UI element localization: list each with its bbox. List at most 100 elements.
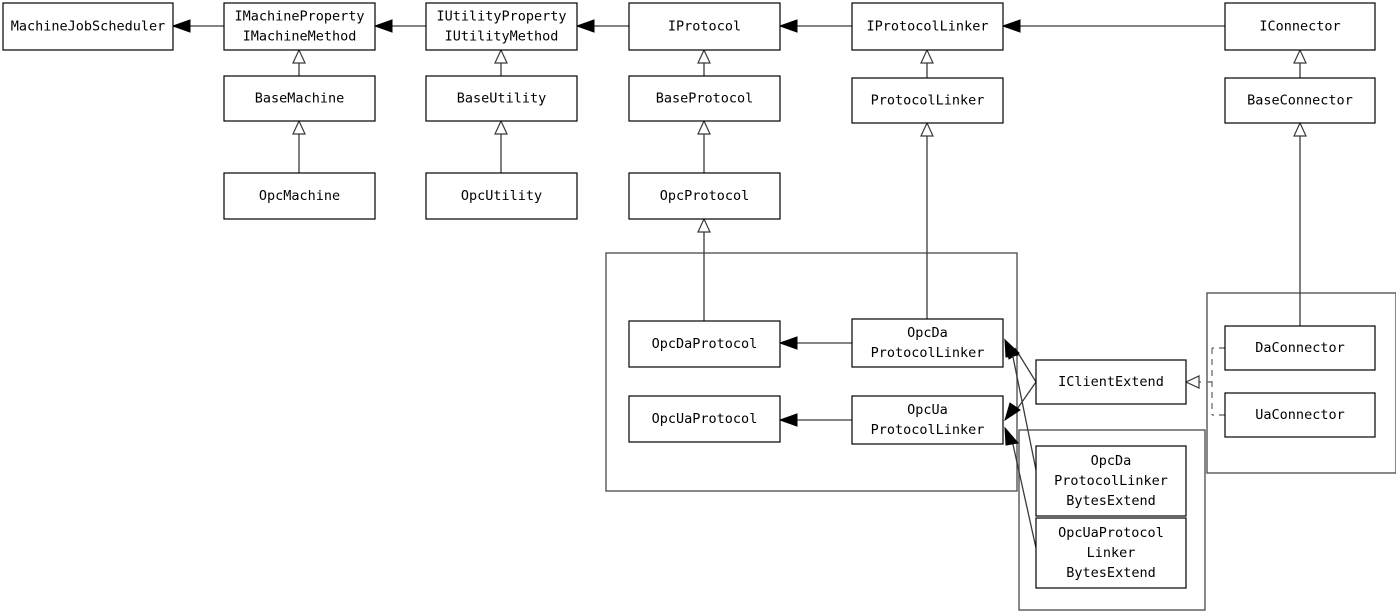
class-node-baseprotocol[interactable]: BaseProtocol <box>628 75 781 122</box>
triangle-hollow <box>292 119 306 135</box>
class-node-machinejobscheduler[interactable]: MachineJobScheduler <box>2 2 174 51</box>
class-box[interactable] <box>628 172 781 220</box>
class-box[interactable] <box>425 2 578 51</box>
class-node-opcutility[interactable]: OpcUtility <box>425 172 578 220</box>
class-box[interactable] <box>1035 359 1187 405</box>
class-box[interactable] <box>1224 77 1376 124</box>
class-box[interactable] <box>425 75 578 122</box>
class-node-layer: MachineJobScheduler IMachinePropertyIMach… <box>2 2 1376 589</box>
class-box[interactable] <box>851 318 1004 368</box>
class-box[interactable] <box>223 172 376 220</box>
arrowhead-solid <box>778 413 798 427</box>
class-name-label: IConnector <box>1259 19 1340 35</box>
class-name-label: BaseProtocol <box>656 91 754 107</box>
class-name-label: MachineJobScheduler <box>11 19 165 35</box>
class-name-label: IProtocolLinker <box>867 19 989 35</box>
class-name-label: IClientExtend <box>1058 374 1164 390</box>
class-name-label: UaConnector <box>1255 407 1344 423</box>
class-name-label: OpcDaProtocol <box>652 336 758 352</box>
class-box[interactable] <box>1224 325 1376 371</box>
class-node-basemachine[interactable]: BaseMachine <box>223 75 376 122</box>
class-node-iprotocollinker[interactable]: IProtocolLinker <box>851 2 1004 51</box>
triangle-hollow <box>1293 48 1307 64</box>
arrowhead-solid <box>1004 426 1019 446</box>
triangle-hollow <box>494 48 508 64</box>
arrowhead-solid <box>1001 19 1021 33</box>
group-protocol-impl <box>605 252 1018 492</box>
class-box[interactable] <box>1035 517 1187 589</box>
class-node-opcmachine[interactable]: OpcMachine <box>223 172 376 220</box>
triangle-hollow <box>1184 375 1200 389</box>
class-name-label: IMachineMethod <box>243 29 357 45</box>
class-name-label: DaConnector <box>1255 340 1344 356</box>
class-box[interactable] <box>425 172 578 220</box>
class-box[interactable] <box>851 77 1004 124</box>
group-bytes-extend <box>1018 429 1206 611</box>
class-name-label: BytesExtend <box>1066 565 1155 581</box>
edge-iclientextend-to-opcuaprotocollinker <box>1014 381 1037 413</box>
arrowhead-solid <box>778 336 798 350</box>
class-box[interactable] <box>628 2 781 51</box>
class-node-baseutility[interactable]: BaseUtility <box>425 75 578 122</box>
class-name-label: OpcUtility <box>461 188 542 204</box>
class-node-protocollinker[interactable]: ProtocolLinker <box>851 77 1004 124</box>
triangle-hollow <box>494 119 508 135</box>
class-box[interactable] <box>2 2 174 51</box>
class-name-label: BaseMachine <box>255 91 344 107</box>
class-box[interactable] <box>628 75 781 122</box>
arrowhead-solid <box>1004 402 1021 422</box>
class-name-label: ProtocolLinker <box>871 93 985 109</box>
class-name-label: Linker <box>1087 545 1136 561</box>
class-box[interactable] <box>628 320 781 368</box>
edge-opcdabytesextend-to-opcdaprotocollinker <box>1011 351 1037 471</box>
class-name-label: OpcUaProtocol <box>1058 525 1164 541</box>
class-node-opcuaprotocol[interactable]: OpcUaProtocol <box>628 395 781 443</box>
class-box[interactable] <box>1224 2 1376 51</box>
class-node-opcdaprotocol[interactable]: OpcDaProtocol <box>628 320 781 368</box>
class-box[interactable] <box>1224 392 1376 438</box>
triangle-hollow <box>697 119 711 135</box>
class-name-label: ProtocolLinker <box>871 345 985 361</box>
class-box[interactable] <box>1035 445 1187 517</box>
generalization-edges <box>292 48 1307 326</box>
arrowhead-solid <box>778 19 798 33</box>
class-box[interactable] <box>851 2 1004 51</box>
class-node-iconnector[interactable]: IConnector <box>1224 2 1376 51</box>
group-connector-impl <box>1206 292 1396 474</box>
top-row-associations <box>171 19 1225 33</box>
class-node-baseconnector[interactable]: BaseConnector <box>1224 77 1376 124</box>
class-box[interactable] <box>223 75 376 122</box>
class-node-iclientextend[interactable]: IClientExtend <box>1035 359 1187 405</box>
class-box[interactable] <box>628 395 781 443</box>
class-node-uaconnector[interactable]: UaConnector <box>1224 392 1376 438</box>
class-node-opcprotocol[interactable]: OpcProtocol <box>628 172 781 220</box>
class-node-iprotocol[interactable]: IProtocol <box>628 2 781 51</box>
class-name-label: IProtocol <box>668 19 741 35</box>
class-node-daconnector[interactable]: DaConnector <box>1224 325 1376 371</box>
class-box[interactable] <box>223 2 376 51</box>
linker-protocol-associations <box>778 336 852 427</box>
class-name-label: OpcDa <box>1091 453 1132 469</box>
realization-edges <box>1184 347 1225 416</box>
class-box[interactable] <box>851 395 1004 445</box>
class-name-label: OpcMachine <box>259 188 340 204</box>
class-name-label: OpcDa <box>907 325 948 341</box>
arrowhead-solid <box>171 19 191 33</box>
class-name-label: BaseUtility <box>457 91 546 107</box>
class-name-label: ProtocolLinker <box>1054 473 1168 489</box>
class-name-label: OpcProtocol <box>660 188 749 204</box>
class-name-label: IUtilityProperty <box>436 9 566 25</box>
class-name-label: BytesExtend <box>1066 493 1155 509</box>
arrowhead-solid <box>575 19 595 33</box>
bytesextend-associations <box>1004 338 1037 549</box>
triangle-hollow <box>920 48 934 64</box>
class-name-label: OpcUa <box>907 402 948 418</box>
